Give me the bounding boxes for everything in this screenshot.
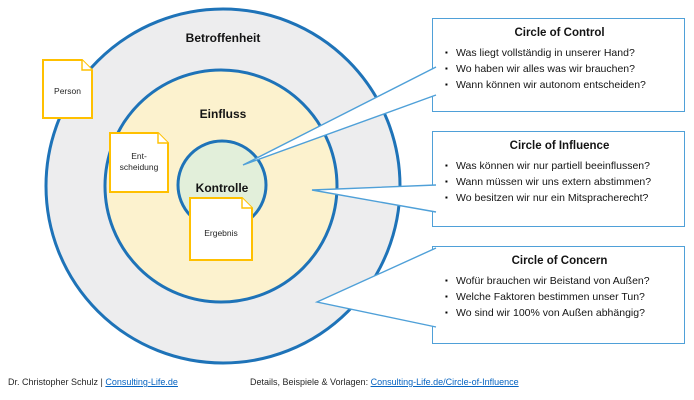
bullet-text: Wo sind wir 100% von Außen abhängig? <box>456 307 645 319</box>
note-label-entscheidung: Ent- scheidung <box>110 151 168 173</box>
bullet-text: Wann müssen wir uns extern abstimmen? <box>456 176 652 188</box>
callout-title: Circle of Influence <box>509 140 610 152</box>
bullet-item: ▪ Welche Faktoren bestimmen unser Tun? <box>445 289 674 305</box>
note-label-line2: scheidung <box>119 162 159 172</box>
ring-label-betroffenheit: Betroffenheit <box>185 31 261 45</box>
callout-bullet-list: ▪Wofür brauchen wir Beistand von Außen? … <box>445 273 674 321</box>
bullet-text: Was können wir nur partiell beeinflussen… <box>456 160 650 172</box>
bullet-text: Wann können wir autonom entscheiden? <box>456 79 646 91</box>
bullet-item: ▪ Wann können wir autonom entscheiden? <box>445 77 674 93</box>
ring-label-einfluss: Einfluss <box>199 107 247 121</box>
callout-bullet-list: ▪ Was können wir nur partiell beeinflusse… <box>445 158 674 206</box>
note-label-ergebnis: Ergebnis <box>204 228 238 238</box>
callout-title: Circle of Concern <box>511 255 608 267</box>
note-label-person: Person <box>54 86 81 96</box>
footer-details: Details, Beispiele & Vorlagen: Consultin… <box>250 377 519 387</box>
bullet-square-icon: ▪ <box>445 161 448 170</box>
callout-title: Circle of Control <box>514 27 605 39</box>
bullet-text: Wo besitzen wir nur ein Mitspracherecht? <box>456 192 649 204</box>
bullet-square-icon: ▪ <box>445 193 448 202</box>
note-label-line1: Ent- <box>131 151 147 161</box>
footer-author-text: Dr. Christopher Schulz | <box>8 377 106 387</box>
bullet-text: Wo haben wir alles was wir brauchen? <box>456 63 635 75</box>
bullet-item: ▪ Wo haben wir alles was wir brauchen? <box>445 61 674 77</box>
bullet-square-icon: ▪ <box>445 276 448 285</box>
callout-circle-of-influence: Circle of Influence ▪ Was können wir nur … <box>432 131 685 227</box>
bullet-square-icon: ▪ <box>445 308 448 317</box>
bullet-item: ▪ Wofür brauchen wir Beistand von Außen? <box>445 273 674 289</box>
bullet-text: Was liegt vollständig in unserer Hand? <box>456 47 635 59</box>
bullet-item: ▪ Wo besitzen wir nur ein Mitspracherecht… <box>445 190 674 206</box>
note-fold <box>81 60 92 71</box>
pointer-influence <box>311 184 437 213</box>
bullet-square-icon: ▪ <box>445 292 448 301</box>
bullet-text: Wofür brauchen wir Beistand von Außen? <box>456 275 650 287</box>
bullet-square-icon: ▪ <box>445 177 448 186</box>
footer-author: Dr. Christopher Schulz | Consulting-Life… <box>8 377 178 387</box>
footer-author-link[interactable]: Consulting-Life.de <box>105 377 178 387</box>
bullet-square-icon: ▪ <box>445 80 448 89</box>
bullet-square-icon: ▪ <box>445 64 448 73</box>
note-fold <box>157 133 168 144</box>
callout-bullet-list: ▪Was liegt vollständig in unserer Hand? … <box>445 45 674 93</box>
pointer-concern <box>314 247 437 328</box>
footer-details-link[interactable]: Consulting-Life.de/Circle-of-Influence <box>370 377 519 387</box>
bullet-item: ▪ Was liegt vollständig in unserer Hand? <box>445 45 674 61</box>
bullet-item: ▪ Was können wir nur partiell beeinflusse… <box>445 158 674 174</box>
bullet-square-icon: ▪ <box>445 48 448 57</box>
bullet-text: Welche Faktoren bestimmen unser Tun? <box>456 291 645 303</box>
callout-circle-of-concern: Circle of Concern ▪ Wofür brauchen wir Be… <box>432 246 685 344</box>
note-fold <box>241 198 252 209</box>
bullet-item: ▪ Wo sind wir 100% von Außen abhängig? <box>445 305 674 321</box>
callout-circle-of-control: Circle of Control ▪ Was liegt vollständig… <box>432 18 685 112</box>
bullet-item: ▪ Wann müssen wir uns extern abstimmen? <box>445 174 674 190</box>
footer-details-text: Details, Beispiele & Vorlagen: <box>250 377 371 387</box>
ring-label-kontrolle: Kontrolle <box>195 181 249 195</box>
